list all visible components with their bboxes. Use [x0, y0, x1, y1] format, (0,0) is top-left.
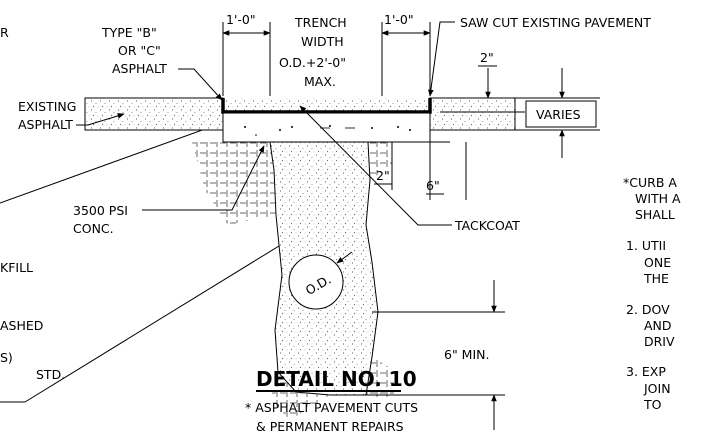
detail-title: DETAIL NO. 10 — [256, 367, 417, 391]
detail-note-line2: & PERMANENT REPAIRS — [256, 419, 404, 434]
existing-asphalt-right — [429, 97, 516, 131]
dim-six-inch-text: 6" — [426, 178, 440, 193]
right-note-4b: JOIN — [643, 381, 671, 396]
right-note-3a: 2. DOV — [626, 302, 670, 317]
right-note-4a: 3. EXP — [626, 364, 666, 379]
right-note-1a: *CURB A — [623, 175, 677, 190]
asphalt-patch-edge — [221, 98, 432, 114]
existing-asphalt-line1: EXISTING — [18, 99, 76, 114]
tackcoat-leader — [299, 105, 452, 226]
dim-six-min-text: 6" MIN. — [444, 347, 489, 362]
trench-width-line4: MAX. — [304, 74, 336, 89]
trench-width-line3: O.D.+2'-0" — [279, 55, 346, 70]
saw-cut-leader — [428, 21, 455, 97]
right-note-2a: 1. UTII — [626, 238, 666, 253]
right-note-2b: ONE — [644, 255, 671, 270]
concrete-cap — [222, 112, 431, 143]
existing-asphalt-line2: ASPHALT — [18, 117, 73, 132]
right-note-3b: AND — [644, 318, 672, 333]
pipe-circle — [288, 254, 344, 310]
dim-two-inch-top-text: 2" — [480, 50, 494, 65]
dim-left-overlap-text: 1'-0" — [226, 12, 256, 27]
left-fragment-std: STD. — [36, 367, 65, 382]
right-note-3c: DRIV — [644, 334, 675, 349]
pipe-arrow — [336, 251, 353, 264]
existing-asphalt-leader — [76, 113, 125, 126]
left-fragment-paren: S) — [0, 350, 13, 365]
left-fragment-ashed: ASHED — [0, 318, 43, 333]
right-note-4c: TO — [643, 397, 662, 412]
right-note-1c: SHALL — [635, 207, 675, 222]
concrete-leader — [142, 145, 265, 211]
asphalt-type-line2: OR "C" — [118, 43, 161, 58]
concrete-label-line2: CONC. — [73, 221, 114, 236]
trench-width-line1: TRENCH — [294, 15, 347, 30]
existing-asphalt-left — [84, 97, 224, 131]
varies-box — [525, 100, 597, 128]
new-asphalt-patch — [223, 98, 430, 112]
soil-hatch-right — [368, 142, 392, 180]
concrete-cap-dots — [244, 125, 411, 136]
dim-right-overlap-text: 1'-0" — [384, 12, 414, 27]
dim-two-inch-side-text: 2" — [376, 168, 390, 183]
left-leader-bottom — [24, 237, 293, 403]
asphalt-type-line3: ASPHALT — [112, 61, 167, 76]
asphalt-type-leader — [178, 68, 223, 101]
right-note-2c: THE — [643, 271, 669, 286]
saw-cut-label: SAW CUT EXISTING PAVEMENT — [460, 15, 651, 30]
tackcoat-label: TACKCOAT — [454, 218, 520, 233]
asphalt-type-line1: TYPE "B" — [101, 25, 157, 40]
soil-hatch-left — [192, 142, 276, 225]
right-note-1b: WITH A — [635, 191, 681, 206]
concrete-label-line1: 3500 PSI — [73, 203, 128, 218]
soil-hatch-bottom-right — [366, 357, 394, 400]
dim-varies-text: VARIES — [536, 107, 581, 122]
soil-hatch-bottom-left — [270, 372, 330, 420]
detail-note-line1: * ASPHALT PAVEMENT CUTS — [245, 400, 418, 415]
trench-width-line2: WIDTH — [301, 34, 344, 49]
left-leader-top — [0, 119, 231, 204]
left-fragment-kfill: KFILL — [0, 260, 33, 275]
left-fragment-r: R — [0, 25, 9, 40]
